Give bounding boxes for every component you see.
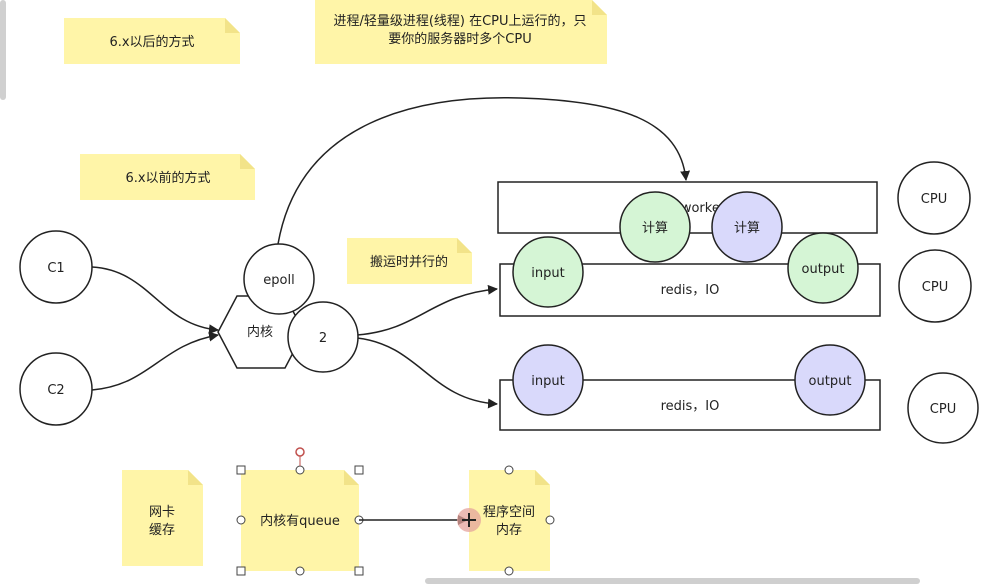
calc-node-1[interactable]: 计算	[619, 191, 691, 263]
two-to-redis2-edge[interactable]	[356, 337, 498, 409]
cpu-label-2: CPU	[922, 280, 948, 295]
node-two-label: 2	[319, 331, 327, 346]
client-c1[interactable]: C1	[19, 230, 93, 304]
note-nic-line1: 网卡	[149, 505, 175, 520]
note-process-cpu[interactable]: 进程/轻量级进程(线程) 在CPU上运行的，只 要你的服务器时多个CPU	[315, 0, 607, 64]
cpu-node-3[interactable]: CPU	[907, 372, 979, 444]
calc-label-1: 计算	[642, 221, 668, 236]
note-nic-line2: 缓存	[149, 523, 175, 538]
connection-points[interactable]	[504, 465, 555, 576]
output-node-1[interactable]: output	[787, 232, 859, 304]
input-label-1: input	[531, 266, 564, 281]
note-move-parallel-text: 搬运时并行的	[370, 254, 448, 270]
node-two[interactable]: 2	[287, 301, 359, 373]
calc-node-2[interactable]: 计算	[711, 191, 783, 263]
rotate-handle[interactable]	[295, 447, 305, 457]
note-before-6x-text: 6.x以前的方式	[125, 170, 210, 186]
note-kernel-queue[interactable]: 内核有queue	[241, 470, 359, 571]
note-program-memory[interactable]: 程序空间 内存	[469, 470, 550, 571]
note-process-line2: 要你的服务器时多个CPU	[388, 31, 531, 47]
client-c2[interactable]: C2	[19, 352, 93, 426]
note-move-parallel[interactable]: 搬运时并行的	[347, 238, 472, 284]
client-c1-label: C1	[47, 261, 64, 276]
note-after-6x[interactable]: 6.x以后的方式	[64, 18, 240, 64]
note-nic-cache[interactable]: 网卡 缓存	[122, 470, 203, 566]
note-before-6x[interactable]: 6.x以前的方式	[80, 154, 255, 200]
input-node-1[interactable]: input	[512, 236, 584, 308]
cpu-label-3: CPU	[930, 402, 956, 417]
output-label-1: output	[802, 262, 845, 277]
vertical-scrollbar[interactable]	[0, 0, 6, 100]
redis-io-label-1: redis，IO	[661, 283, 720, 298]
client-c2-label: C2	[47, 383, 64, 398]
horizontal-scrollbar[interactable]	[425, 578, 920, 584]
epoll-label: epoll	[263, 273, 294, 288]
input-node-2[interactable]: input	[512, 344, 584, 416]
cpu-node-2[interactable]: CPU	[898, 249, 972, 323]
note-process-line1: 进程/轻量级进程(线程) 在CPU上运行的，只	[333, 13, 586, 29]
two-to-redis1-edge[interactable]	[356, 284, 498, 336]
note-prog-line1: 程序空间	[483, 505, 535, 520]
note-after-6x-text: 6.x以后的方式	[109, 34, 194, 50]
selection-handles[interactable]	[236, 465, 364, 576]
note-prog-line2: 内存	[496, 522, 522, 538]
output-node-2[interactable]: output	[794, 344, 866, 416]
epoll-node[interactable]: epoll	[243, 243, 315, 315]
c1-to-kernel-edge[interactable]	[91, 266, 219, 335]
note-kernel-queue-text: 内核有queue	[260, 513, 340, 529]
output-label-2: output	[809, 374, 852, 389]
kernel-label: 内核	[247, 324, 273, 340]
input-label-2: input	[531, 374, 564, 389]
cpu-node-1[interactable]: CPU	[897, 161, 971, 235]
c2-to-kernel-edge[interactable]	[91, 331, 219, 391]
redis-io-label-2: redis，IO	[661, 399, 720, 414]
cpu-label-1: CPU	[921, 192, 947, 207]
epoll-to-worker-edge[interactable]	[277, 97, 691, 245]
calc-label-2: 计算	[734, 221, 760, 236]
